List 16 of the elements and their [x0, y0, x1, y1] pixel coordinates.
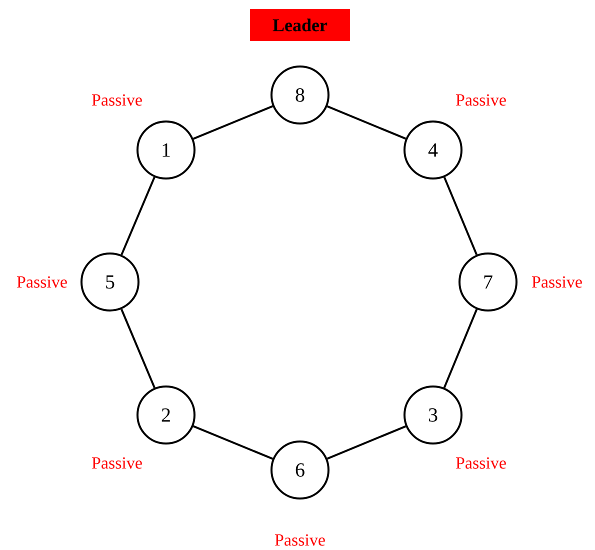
- connector-line: [326, 425, 406, 460]
- node-label: Passive: [17, 276, 67, 288]
- node-label: Passive: [92, 94, 142, 106]
- connector-line: [120, 176, 156, 256]
- leader-tag: Leader: [250, 9, 350, 41]
- node-label: Passive: [532, 276, 582, 288]
- connector-line: [443, 176, 478, 256]
- connector-line: [192, 425, 274, 460]
- node-label: Passive: [92, 457, 142, 469]
- node-label: Passive: [456, 94, 506, 106]
- connector-line: [120, 308, 156, 388]
- node-label: Passive: [456, 457, 506, 469]
- connector-line: [192, 105, 274, 140]
- connector-line: [443, 308, 478, 388]
- node-label: Passive: [275, 534, 325, 546]
- connector-line: [326, 105, 406, 140]
